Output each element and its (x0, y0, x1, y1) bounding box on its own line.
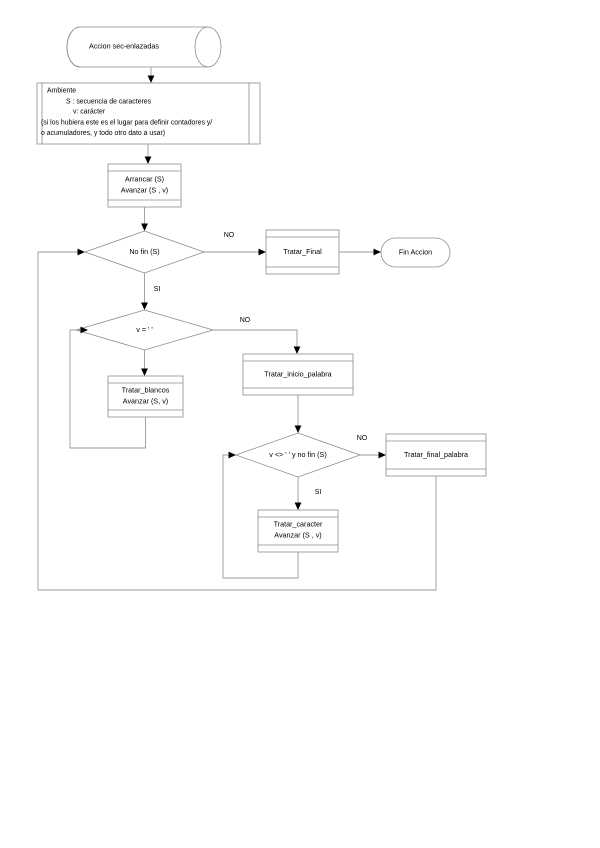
edge-label-nofin-no: NO (224, 232, 235, 239)
process-tratar-blancos[interactable]: Tratar_blancos Avanzar (S, v) (107, 375, 184, 418)
process-arrancar-line-1: Avanzar (S , v) (121, 185, 168, 194)
decision-v-distinto-label: v <> ' ' y no fin (S) (269, 450, 326, 459)
connector-arrancar-to-nofin (141, 207, 148, 231)
connector-vdistinto-si-to-caracter: SI (294, 477, 322, 510)
end-terminator-fin-accion[interactable]: Fin Accion (380, 237, 451, 268)
connector-start-to-ambiente (147, 67, 155, 83)
environment-line-1: S : secuencia de caracteres (66, 98, 152, 105)
edge-label-vdistinto-si: SI (315, 489, 322, 496)
environment-line-2: v: carácter (73, 108, 106, 115)
edge-label-vdistinto-no: NO (357, 435, 368, 442)
connector-tratarfinal-to-finaccion (339, 248, 381, 256)
connector-caracter-loopback-to-decision3 (222, 451, 299, 579)
decision-no-fin-label: No fin (S) (129, 247, 159, 256)
edge-label-nofin-si: SI (154, 286, 161, 293)
process-tratar-blancos-line-0: Tratar_blancos (122, 385, 170, 394)
connector-ambiente-to-arrancar (144, 144, 152, 164)
process-tratar-caracter-line-0: Tratar_caracter (274, 519, 323, 528)
connector-vblanco-si-to-blancos (141, 350, 148, 376)
decision-v-igual-blanco[interactable]: v = ' ' (74, 309, 215, 351)
process-arrancar-avanzar[interactable]: Arrancar (S) Avanzar (S , v) (107, 163, 182, 208)
edge-label-vblanco-no: NO (240, 317, 251, 324)
start-terminator-accion-sec-enlazadas[interactable]: Accion sec-enlazadas (66, 26, 222, 68)
environment-line-4: o acumuladores, y todo otro dato a usar) (41, 130, 165, 137)
connector-vblanco-no-to-inicio-palabra: NO (213, 317, 301, 354)
process-tratar-final-palabra[interactable]: Tratar_final_palabra (385, 433, 487, 477)
connector-final-palabra-loopback-to-nofin (37, 248, 437, 591)
process-tratar-blancos-line-1: Avanzar (S, v) (123, 396, 168, 405)
process-tratar-final[interactable]: Tratar_Final (265, 229, 340, 275)
process-arrancar-line-0: Arrancar (S) (125, 174, 164, 183)
connector-inicio-palabra-to-decision3 (294, 395, 302, 433)
environment-line-0: Ambiente (47, 87, 76, 94)
process-tratar-final-palabra-label: Tratar_final_palabra (404, 450, 468, 459)
start-terminator-label: Accion sec-enlazadas (89, 41, 159, 50)
process-tratar-caracter-line-1: Avanzar (S , v) (274, 530, 321, 539)
process-tratar-inicio-palabra[interactable]: Tratar_inicio_palabra (242, 353, 354, 396)
connector-nofin-no-to-tratarfinal: NO (204, 232, 266, 256)
decision-v-igual-blanco-label: v = ' ' (136, 325, 153, 334)
connector-nofin-si-to-vblanco: SI (141, 273, 160, 310)
process-tratar-inicio-palabra-label: Tratar_inicio_palabra (264, 369, 331, 378)
decision-v-distinto-blanco-y-no-fin[interactable]: v <> ' ' y no fin (S) (234, 432, 362, 478)
environment-block[interactable]: Ambiente S : secuencia de caracteres v: … (36, 82, 261, 145)
connector-vdistinto-no-to-final-palabra: NO (357, 435, 386, 459)
end-terminator-label: Fin Accion (399, 247, 432, 256)
connector-blancos-loopback-to-vblanco (69, 326, 146, 449)
decision-no-fin[interactable]: No fin (S) (83, 230, 206, 274)
process-tratar-final-label: Tratar_Final (283, 247, 322, 256)
environment-line-3: (si los hubiera este es el lugar para de… (41, 119, 212, 126)
process-tratar-caracter[interactable]: Tratar_caracter Avanzar (S , v) (257, 509, 339, 553)
